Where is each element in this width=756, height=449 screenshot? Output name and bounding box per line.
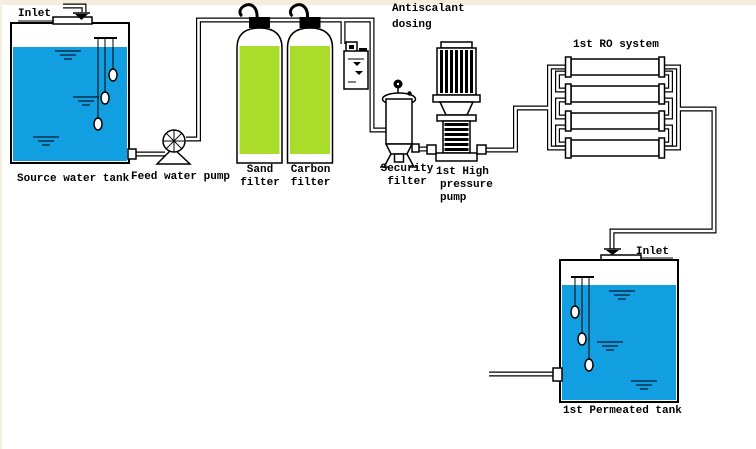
level-float-icon — [577, 332, 587, 346]
level-mark-icon — [353, 62, 361, 66]
tank-water — [13, 47, 127, 161]
ro-membrane-tube — [570, 139, 660, 157]
piping — [63, 3, 717, 377]
source-inlet-funnel-icon — [73, 12, 90, 20]
sand-media — [239, 46, 280, 154]
carbon-filter — [286, 27, 334, 164]
label-permeated-tank: 1st Permeated tank — [563, 405, 682, 417]
filter-housing — [385, 98, 413, 145]
stage-flange — [436, 114, 477, 122]
level-float-icon — [584, 358, 594, 372]
label-high-pressure-pump: 1st High pressure pump — [436, 166, 493, 204]
carbon-media — [290, 46, 330, 154]
float-lines — [574, 277, 590, 359]
permeate-inlet-funnel-icon — [604, 248, 621, 255]
label-sand-filter: Sand filter — [240, 164, 280, 189]
dosing-tank-cap — [359, 48, 367, 51]
valve-cap-icon — [249, 17, 270, 28]
permeated-tank — [559, 254, 679, 403]
pump-outlet-stub — [476, 144, 487, 155]
motor-flange — [432, 94, 481, 103]
ripple-icon — [609, 290, 635, 300]
pump-base — [155, 146, 192, 165]
label-feed-pump: Feed water pump — [131, 171, 231, 183]
ripple-icon — [597, 341, 623, 351]
ripple-icon — [55, 50, 81, 60]
ro-membrane-tube — [570, 112, 660, 130]
antiscalant-dosing-unit — [343, 41, 369, 90]
pump-stack-rings-icon — [444, 123, 469, 151]
level-float-icon — [93, 117, 103, 131]
valve-spout-icon — [288, 3, 310, 20]
ro-membrane-rack — [564, 56, 666, 159]
filter-drain — [393, 153, 405, 163]
carbon-filter-valve-head — [288, 3, 321, 28]
float-lines — [97, 38, 114, 118]
gauge-center — [396, 82, 400, 86]
valve-spout-icon — [238, 3, 259, 20]
dosing-pump-dial-icon — [349, 45, 354, 49]
label-permeate-inlet: Inlet — [636, 246, 670, 258]
pump-base — [435, 152, 478, 162]
level-float-icon — [570, 305, 580, 319]
high-pressure-pump — [426, 41, 487, 162]
ripple-icon — [33, 136, 59, 146]
source-water-tank — [10, 16, 130, 164]
label-carbon-filter: Carbon filter — [290, 164, 331, 189]
label-source-inlet: Inlet — [18, 8, 52, 20]
ripple-icon — [631, 380, 657, 390]
sand-filter-valve-head — [238, 3, 270, 28]
level-mark-icon — [355, 71, 363, 75]
pump-inlet-stub — [426, 144, 437, 155]
label-source-tank: Source water tank — [17, 173, 130, 185]
motor-fins-icon — [440, 50, 473, 93]
level-float-icon — [100, 91, 110, 105]
label-antiscalant: Antiscalant dosing — [392, 3, 465, 31]
motor-cap — [440, 41, 473, 49]
pump-adapter — [438, 101, 475, 116]
filter-outlet-stub — [411, 143, 420, 153]
label-ro-system: 1st RO system — [573, 39, 659, 51]
dosing-tank — [343, 50, 369, 90]
ripple-icon — [73, 96, 99, 106]
pump-stack — [442, 120, 471, 154]
impeller-spokes-icon — [163, 130, 185, 152]
tank-hatch — [52, 16, 93, 25]
level-float-icon — [108, 68, 118, 82]
permeated-tank-outlet-connector — [552, 367, 563, 382]
filter-bottom — [384, 143, 414, 155]
feed-water-pump — [155, 129, 192, 165]
ro-membrane-tube — [570, 85, 660, 103]
pipe-bores — [63, 4, 716, 376]
filter-legs — [380, 153, 418, 168]
security-filter — [380, 79, 420, 168]
lid-vent-icon — [407, 91, 412, 96]
label-security-filter: Security filter — [380, 163, 434, 188]
top-edge-artifact — [0, 0, 756, 5]
sand-filter — [236, 27, 283, 164]
source-tank-outlet-connector — [127, 148, 137, 160]
ro-end-caps — [564, 56, 666, 159]
valve-cap-icon — [299, 17, 321, 28]
left-edge-artifact — [0, 0, 2, 449]
ro-membrane-tube — [570, 58, 660, 76]
